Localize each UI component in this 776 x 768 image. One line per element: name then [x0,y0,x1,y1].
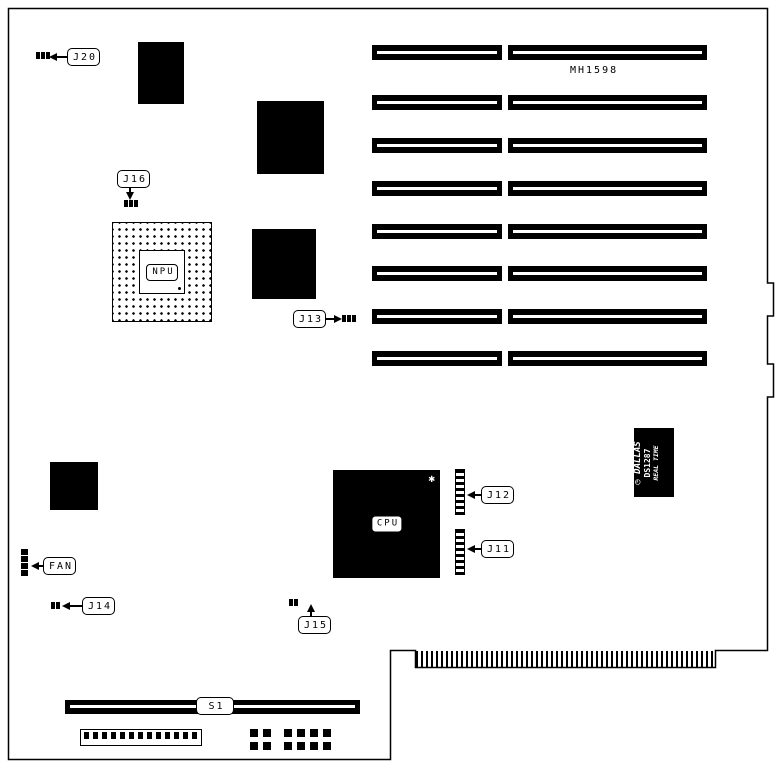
callout-j12: J12 [467,486,515,504]
edge-connector-fingers [416,651,714,667]
arrow-left-icon [49,53,57,61]
jumper-block-4x2 [284,729,331,750]
arrow-right-icon [334,315,343,323]
qfp-chip-3 [252,229,316,299]
callout-j14: J14 [62,597,116,615]
j14-label: J14 [82,597,116,615]
jumper-pad [323,729,331,737]
qfp-chip-1 [138,42,184,104]
slot-bank-label: MH1598 [570,65,619,76]
j11-header [455,529,465,575]
jumper-pad [263,742,271,750]
jumper-block-2x2 [250,729,271,750]
j12-label: J12 [481,486,515,504]
pad-strip-connector [80,729,202,746]
arrow-left-icon [31,562,39,570]
arrow-up-icon [307,604,315,612]
isa-slot-segment [508,181,707,196]
clock-icon: ◷ [633,478,643,485]
j16-connector [124,200,138,207]
npu-socket-hollow: NPU [139,250,185,294]
jumper-pad [250,742,258,750]
isa-slot-segment [372,351,502,366]
callout-j11: J11 [467,540,515,558]
pin1-marker-icon: ✱ [428,472,435,485]
rtc-chip: ◷ DALLAS DS1287 REAL TIME [633,428,674,497]
isa-slot-segment [508,95,707,110]
isa-slot-segment [508,224,707,239]
callout-j20: J20 [49,48,101,66]
qfp-chip-2 [257,101,324,174]
cpu-chip: ✱ CPU [333,470,440,578]
jumper-pad [250,729,258,737]
isa-slot-segment [508,309,707,324]
j20-label: J20 [67,48,101,66]
isa-slot-segment [372,95,502,110]
callout-j13: J13 [293,310,343,328]
rtc-type: REAL TIME [651,444,660,481]
isa-slot-segment [372,181,502,196]
arrow-left-icon [467,545,475,553]
npu-label: NPU [146,263,178,281]
rtc-brand: DALLAS [633,440,643,474]
jumper-pad [284,742,292,750]
smd-chip [50,462,98,510]
cpu-label: CPU [370,515,403,533]
pin1-dot-icon [178,287,181,290]
arrow-left-icon [467,491,475,499]
fan-label: FAN [43,557,77,575]
arrow-down-icon [126,192,134,200]
isa-slot-segment [508,351,707,366]
isa-slot-segment [372,138,502,153]
npu-socket: NPU [112,222,212,322]
j16-label: J16 [117,170,151,188]
jumper-pad [310,729,318,737]
s1-label: S1 [196,697,234,715]
isa-slot-segment [508,45,707,60]
j13-connector [342,315,356,322]
callout-fan: FAN [31,557,77,575]
jumper-pad [297,742,305,750]
j11-label: J11 [481,540,515,558]
pad-strip-pads [84,732,198,739]
arrow-left-icon [62,602,70,610]
isa-slot-segment [372,266,502,281]
j12-header [455,469,465,515]
isa-slot-segment [508,266,707,281]
callout-j15: J15 [298,604,332,634]
fan-connector [21,549,28,576]
j20-connector [36,52,50,59]
j13-label: J13 [293,310,327,328]
isa-slot-segment [508,138,707,153]
jumper-pad [263,729,271,737]
jumper-pad [310,742,318,750]
isa-slot-segment [372,224,502,239]
isa-slot-segment [372,309,502,324]
isa-slot-segment [372,45,502,60]
jumper-pad [284,729,292,737]
callout-j16: J16 [117,170,151,200]
j15-connector [289,599,298,606]
j14-connector [51,602,60,609]
jumper-pad [323,742,331,750]
rtc-chip-text: ◷ DALLAS DS1287 REAL TIME [633,428,674,497]
jumper-pad [297,729,305,737]
j15-label: J15 [298,616,332,634]
